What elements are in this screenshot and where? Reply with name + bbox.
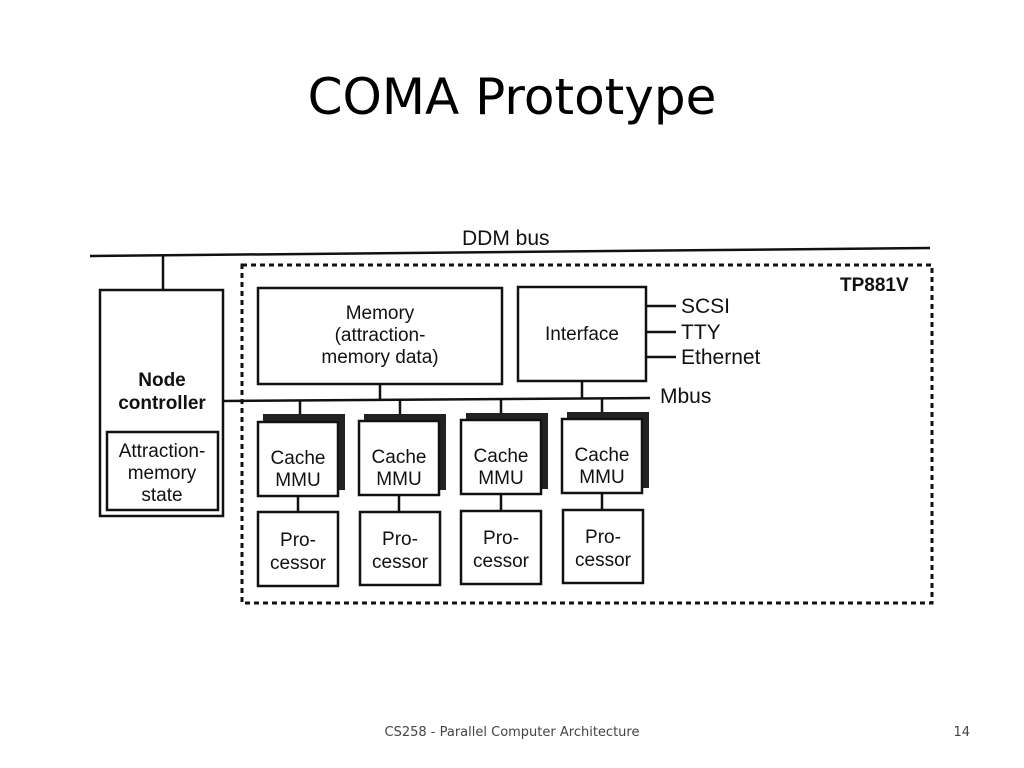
cache-label-4: Cache [575,445,630,466]
interface-box: Interface [516,285,648,383]
cpu-unit-1: Cache MMU Pro- cessor [256,400,345,588]
tty-port-label: TTY [681,321,721,344]
processor-label-1-line2: cessor [270,553,327,574]
processor-box-2 [358,510,442,587]
cpu-unit-2: Cache MMU Pro- cessor [357,400,446,587]
processor-label-2-line2: cessor [372,552,429,573]
mmu-label-3: MMU [478,468,523,489]
scsi-port-label: SCSI [681,295,730,318]
memory-label-line2: (attraction- [335,325,426,346]
processor-box-3 [459,509,543,586]
cache-label-3: Cache [474,446,529,467]
cache-label-1: Cache [271,448,326,469]
ethernet-port-label: Ethernet [681,346,761,369]
footer-course: CS258 - Parallel Computer Architecture [384,725,640,740]
processor-label-4-line2: cessor [575,550,632,571]
memory-label-line1: Memory [346,303,415,324]
attraction-memory-state-box [105,430,220,512]
node-controller: Node controller Attraction- memory state [98,288,225,518]
node-controller-label-line2: controller [118,393,206,414]
slide-title: COMA Prototype [307,68,717,126]
cache-label-2: Cache [372,447,427,468]
attraction-memory-state-line3: state [141,485,182,506]
attraction-memory-state-line1: Attraction- [119,441,206,462]
tp881v-board [240,263,934,605]
processor-label-3-line2: cessor [473,551,530,572]
processor-label-3-line1: Pro- [483,528,519,549]
processor-box-4 [561,508,645,585]
processor-label-4-line1: Pro- [585,527,621,548]
processor-box-1 [256,510,340,588]
cache-mmu-box-2 [357,419,441,497]
memory-label-line3: memory data) [321,347,438,368]
mbus-line [222,396,651,403]
processor-label-2-line1: Pro- [382,529,418,550]
cache-mmu-box-4 [560,417,644,495]
mmu-label-1: MMU [275,470,320,491]
processor-label-1-line1: Pro- [280,530,316,551]
mmu-label-2: MMU [376,469,421,490]
cache-mmu-box-3 [459,418,543,496]
ddm-bus-line [89,246,931,258]
node-controller-label-line1: Node [138,370,186,391]
mbus-label: Mbus [660,385,711,408]
mmu-label-4: MMU [579,467,624,488]
page-number: 14 [953,725,970,740]
ddm-bus-label: DDM bus [462,227,550,250]
cpu-unit-3: Cache MMU Pro- cessor [459,399,548,586]
cpu-unit-4: Cache MMU Pro- cessor [560,398,649,585]
memory-box: Memory (attraction- memory data) [256,286,504,386]
attraction-memory-state-line2: memory [128,463,197,484]
tp881v-label: TP881V [840,275,909,296]
interface-label: Interface [545,324,619,345]
